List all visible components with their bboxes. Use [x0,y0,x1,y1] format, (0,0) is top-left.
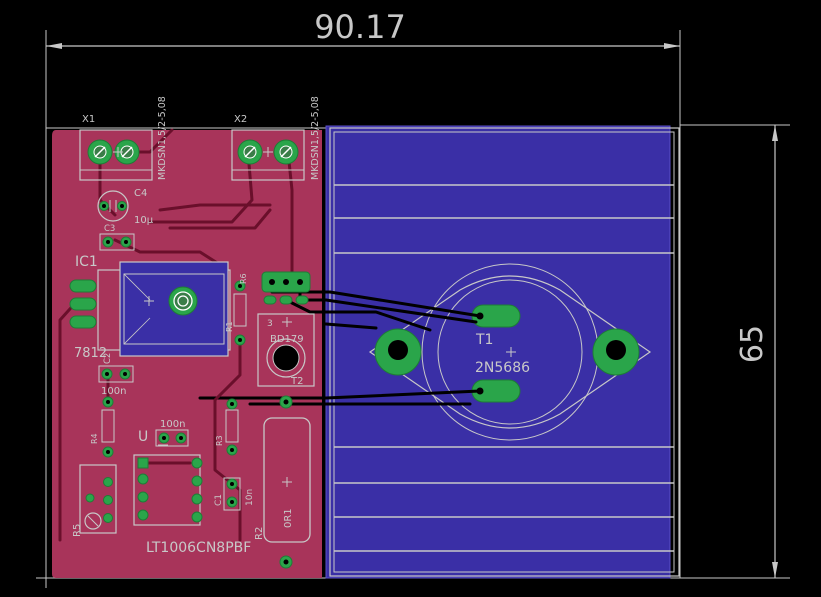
r1-resistor[interactable]: R1 [225,321,234,332]
x1-name: X1 [82,114,95,125]
t1-package[interactable]: T1 2N5686 [368,263,652,441]
r2-value: 0R1 [283,508,294,528]
x1-terminal[interactable]: X1 MKDSN1,5/2-5,08 [79,96,168,181]
c1-value: 10n [245,489,255,506]
c3-name: C3 [104,224,115,234]
width-dimension-label: 90.17 [314,8,406,46]
r4-name: R4 [90,433,99,444]
c1-capacitor[interactable]: C1 10n [214,477,255,511]
c2-value: 100n [101,386,126,397]
t2-transistor[interactable]: 3 BD179 T2 [257,271,315,387]
r6-name: R6 [239,273,248,284]
ic1-value: 7812 [74,346,107,361]
origin-marker [36,570,47,588]
t2-name: T2 [290,376,303,387]
t1-name: T1 [475,332,493,348]
c4-value: 10µ [134,215,154,226]
height-dimension: 65 [680,124,790,579]
u-name: U [138,429,148,445]
c-u-capacitor[interactable]: 100n [155,419,189,447]
r5-trimmer[interactable]: R5 [72,464,117,537]
r3-name: R3 [215,435,224,446]
t1-value: 2N5686 [475,360,530,376]
x2-terminal[interactable]: X2 MKDSN1,5/2-5,08 [231,96,321,181]
x2-name: X2 [234,114,247,125]
u-opamp[interactable]: U LT1006CN8PBF [133,429,251,556]
r2-shunt-resistor[interactable]: R2 0R1 [254,395,311,569]
c1-name: C1 [214,494,224,506]
ic1-regulator[interactable]: IC1 7812 [69,254,231,361]
c2-capacitor[interactable]: C2 100n [98,353,134,397]
u-value: LT1006CN8PBF [146,540,251,556]
c3-capacitor[interactable]: C3 [99,224,135,251]
r2-name: R2 [254,527,265,540]
c2-name: C2 [103,353,113,364]
heatsink-outline [329,127,680,577]
r5-name: R5 [72,524,83,537]
width-dimension: 90.17 [45,8,681,128]
x2-value: MKDSN1,5/2-5,08 [310,96,321,180]
c4-name: C4 [134,188,147,199]
c4-capacitor[interactable]: C4 10µ [97,188,154,226]
t2-value: BD179 [270,334,304,345]
r1-name: R1 [225,321,234,332]
ic1-name: IC1 [75,254,98,270]
x1-value: MKDSN1,5/2-5,08 [157,96,168,180]
r6-resistor[interactable]: R6 [233,273,248,346]
r4-resistor[interactable]: R4 [90,396,115,458]
r3-resistor[interactable]: R3 [215,398,239,456]
t2-pin3: 3 [267,319,273,329]
c-u-value: 100n [160,419,185,430]
height-dimension-label: 65 [735,325,770,363]
